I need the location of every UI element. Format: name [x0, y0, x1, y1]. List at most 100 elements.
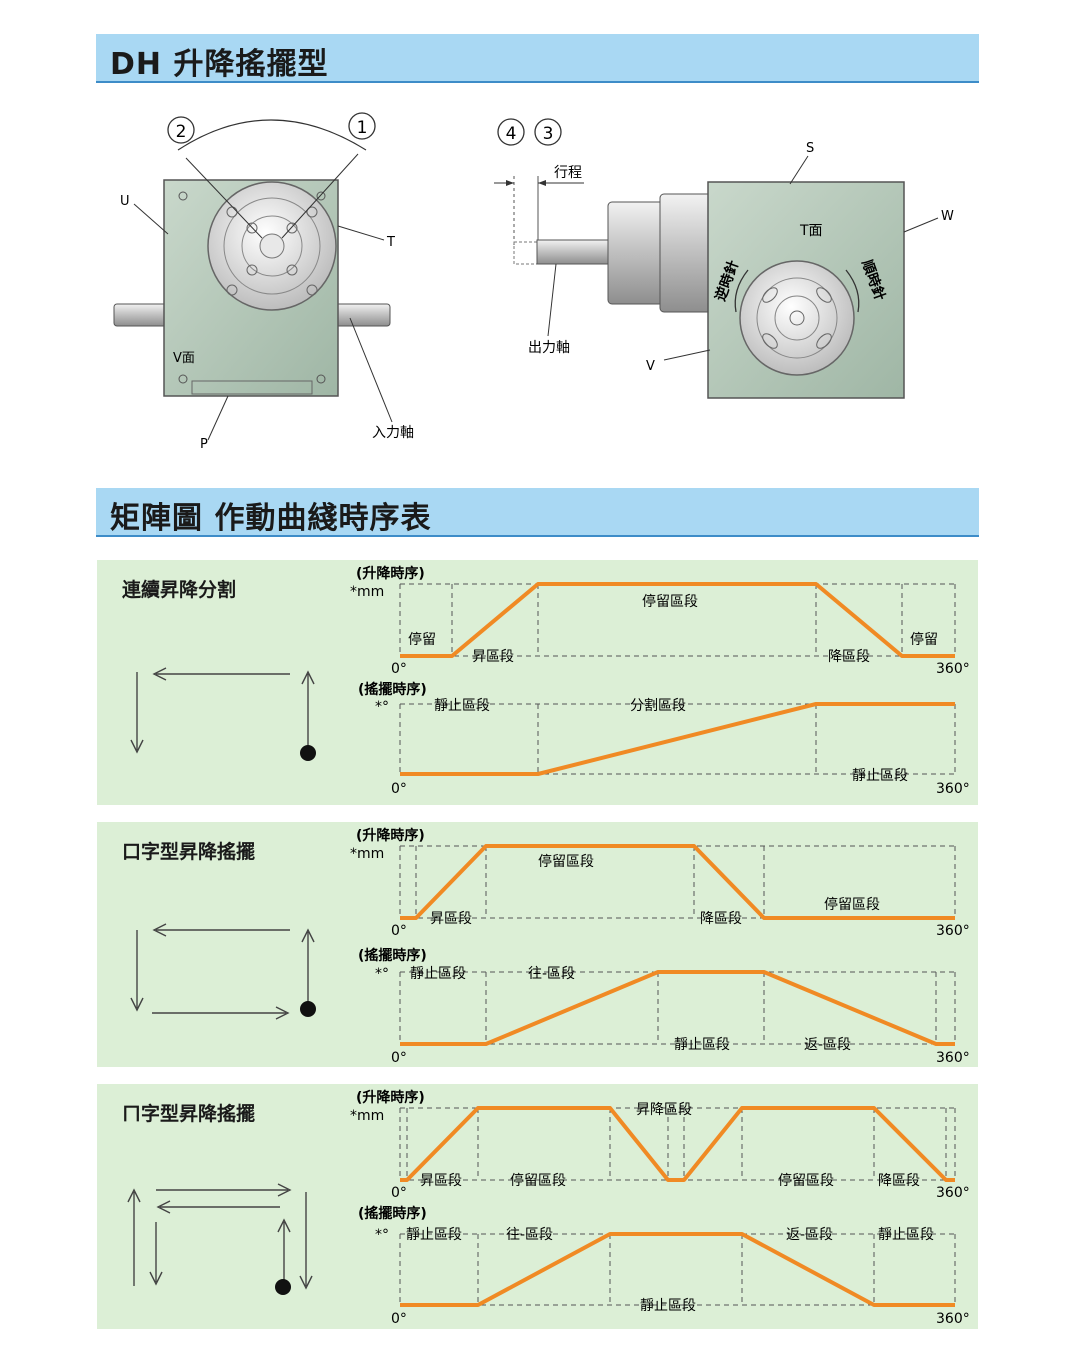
swing-curve	[400, 1232, 955, 1307]
swing-unit: *°	[375, 699, 389, 715]
disc-slot	[762, 333, 778, 349]
label-start-angle: 0°	[391, 1311, 407, 1327]
callout-3-text: 3	[543, 124, 554, 144]
arrow-head	[277, 1218, 291, 1233]
swing-chart-guides	[399, 971, 956, 1045]
label-v: V	[646, 359, 655, 374]
start-point-dot	[300, 745, 316, 761]
label-rise: 昇區段	[420, 1173, 462, 1189]
disc-inner-ring	[774, 295, 820, 341]
label-end-angle: 360°	[936, 781, 970, 797]
shaft-housing-large	[659, 193, 713, 313]
label-index: 分割區段	[630, 697, 686, 714]
lift-curve	[400, 844, 955, 920]
label-end-angle: 360°	[936, 1185, 970, 1201]
disc-slot	[762, 287, 778, 303]
label-end-angle: 360°	[936, 1311, 970, 1327]
lift-chart-title: (升降時序)	[356, 827, 425, 844]
start-point-dot	[300, 1001, 316, 1017]
swing-chart-title: (搖擺時序)	[358, 1205, 427, 1222]
flange-hole	[246, 222, 258, 234]
motion-icon-continuous	[130, 667, 316, 761]
start-point-dot	[275, 1279, 291, 1295]
leader-line	[133, 203, 169, 235]
label-stroke: 行程	[554, 165, 582, 181]
label-forward: 往-區段	[506, 1227, 553, 1243]
label-dwell-section: 停留區段	[824, 896, 880, 913]
arrow-head	[301, 670, 315, 685]
label-u: U	[120, 194, 130, 209]
panel-title: 連續昇降分割	[122, 579, 237, 601]
leader-line	[185, 157, 263, 239]
flange-hole	[226, 284, 238, 296]
label-start-angle: 0°	[391, 1185, 407, 1201]
motion-icon-u-shape	[127, 1183, 313, 1295]
motion-icon-square	[130, 923, 316, 1020]
panel3-lift-chart: (升降時序) *mm 昇區段 停留區段 昇降區段 停留區段 降區段 0° 360…	[350, 1089, 970, 1201]
lift-unit: *mm	[350, 846, 384, 862]
label-w: W	[941, 209, 954, 224]
swing-chart-guides	[399, 1233, 956, 1306]
arrow-head	[301, 928, 315, 943]
panel-title: 口字型昇降搖擺	[122, 841, 256, 863]
leader-line	[349, 317, 393, 423]
label-dwell-section: 停留區段	[642, 593, 698, 610]
arrow-head	[538, 180, 546, 186]
label-t-face: T面	[799, 223, 823, 239]
bolt-hole	[178, 191, 188, 201]
leader-line	[547, 263, 557, 337]
label-static: 靜止區段	[410, 966, 466, 982]
leader-line	[789, 155, 809, 185]
label-return: 返-區段	[786, 1227, 833, 1243]
label-static: 靜止區段	[434, 698, 490, 714]
swing-curve	[400, 970, 955, 1046]
flange-hole	[306, 284, 318, 296]
output-shaft	[536, 239, 613, 265]
callout-1-text: 1	[357, 118, 368, 138]
swing-chart-title: (搖擺時序)	[358, 681, 427, 698]
leader-line	[663, 349, 711, 361]
lift-curve	[400, 582, 955, 658]
label-fall: 降區段	[828, 649, 870, 665]
arrow-head	[277, 1183, 292, 1197]
label-start-angle: 0°	[391, 781, 407, 797]
arrow-head	[130, 997, 144, 1012]
label-rise: 昇區段	[430, 911, 472, 927]
arrow-head	[152, 667, 167, 681]
arrow-head	[299, 1275, 313, 1290]
panel1-lift-chart: (升降時序) *mm 停留 昇區段 停留區段 降區段 停留 0° 360°	[350, 565, 970, 677]
lift-unit: *mm	[350, 584, 384, 600]
label-dwell: 停留	[408, 631, 436, 648]
arrow-head	[156, 1200, 171, 1214]
shaft-housing	[607, 201, 669, 305]
label-s: S	[806, 141, 814, 156]
panel-title: ㄇ字型昇降搖擺	[122, 1103, 256, 1125]
flange-inner-ring	[241, 215, 303, 277]
cw-arrow	[845, 269, 860, 313]
leader-line	[903, 217, 939, 233]
side-view-drawing: 4 3 行程 逆時針 順時針 T面	[494, 118, 954, 399]
label-dwell-section: 停留區段	[510, 1172, 566, 1189]
bolt-hole	[178, 374, 188, 384]
label-start-angle: 0°	[391, 1050, 407, 1066]
lift-chart-title: (升降時序)	[356, 1089, 425, 1106]
timing-panel-continuous: 連續昇降分割	[97, 560, 978, 805]
flange-hole	[286, 222, 298, 234]
bottom-slot	[191, 380, 313, 395]
label-output-shaft: 出力軸	[528, 340, 570, 356]
ccw-arrow	[734, 269, 749, 313]
section-header-timing: 矩陣圖 作動曲綫時序表	[96, 488, 979, 537]
swing-unit: *°	[375, 966, 389, 982]
label-static: 靜止區段	[640, 1298, 696, 1314]
label-t: T	[386, 235, 395, 250]
label-dwell: 停留	[910, 631, 938, 648]
section-header-model: DH 升降搖擺型	[96, 34, 979, 83]
timing-panel-square: 口字型昇降搖擺	[97, 822, 978, 1067]
right-input-shaft	[329, 303, 391, 327]
section-title-timing: 矩陣圖 作動曲綫時序表	[110, 501, 432, 536]
center-bore	[259, 233, 285, 259]
lift-unit: *mm	[350, 1108, 384, 1124]
label-rise-fall: 昇降區段	[636, 1102, 692, 1118]
callout-circle-2	[167, 116, 195, 144]
callout-circle-1	[348, 112, 376, 140]
